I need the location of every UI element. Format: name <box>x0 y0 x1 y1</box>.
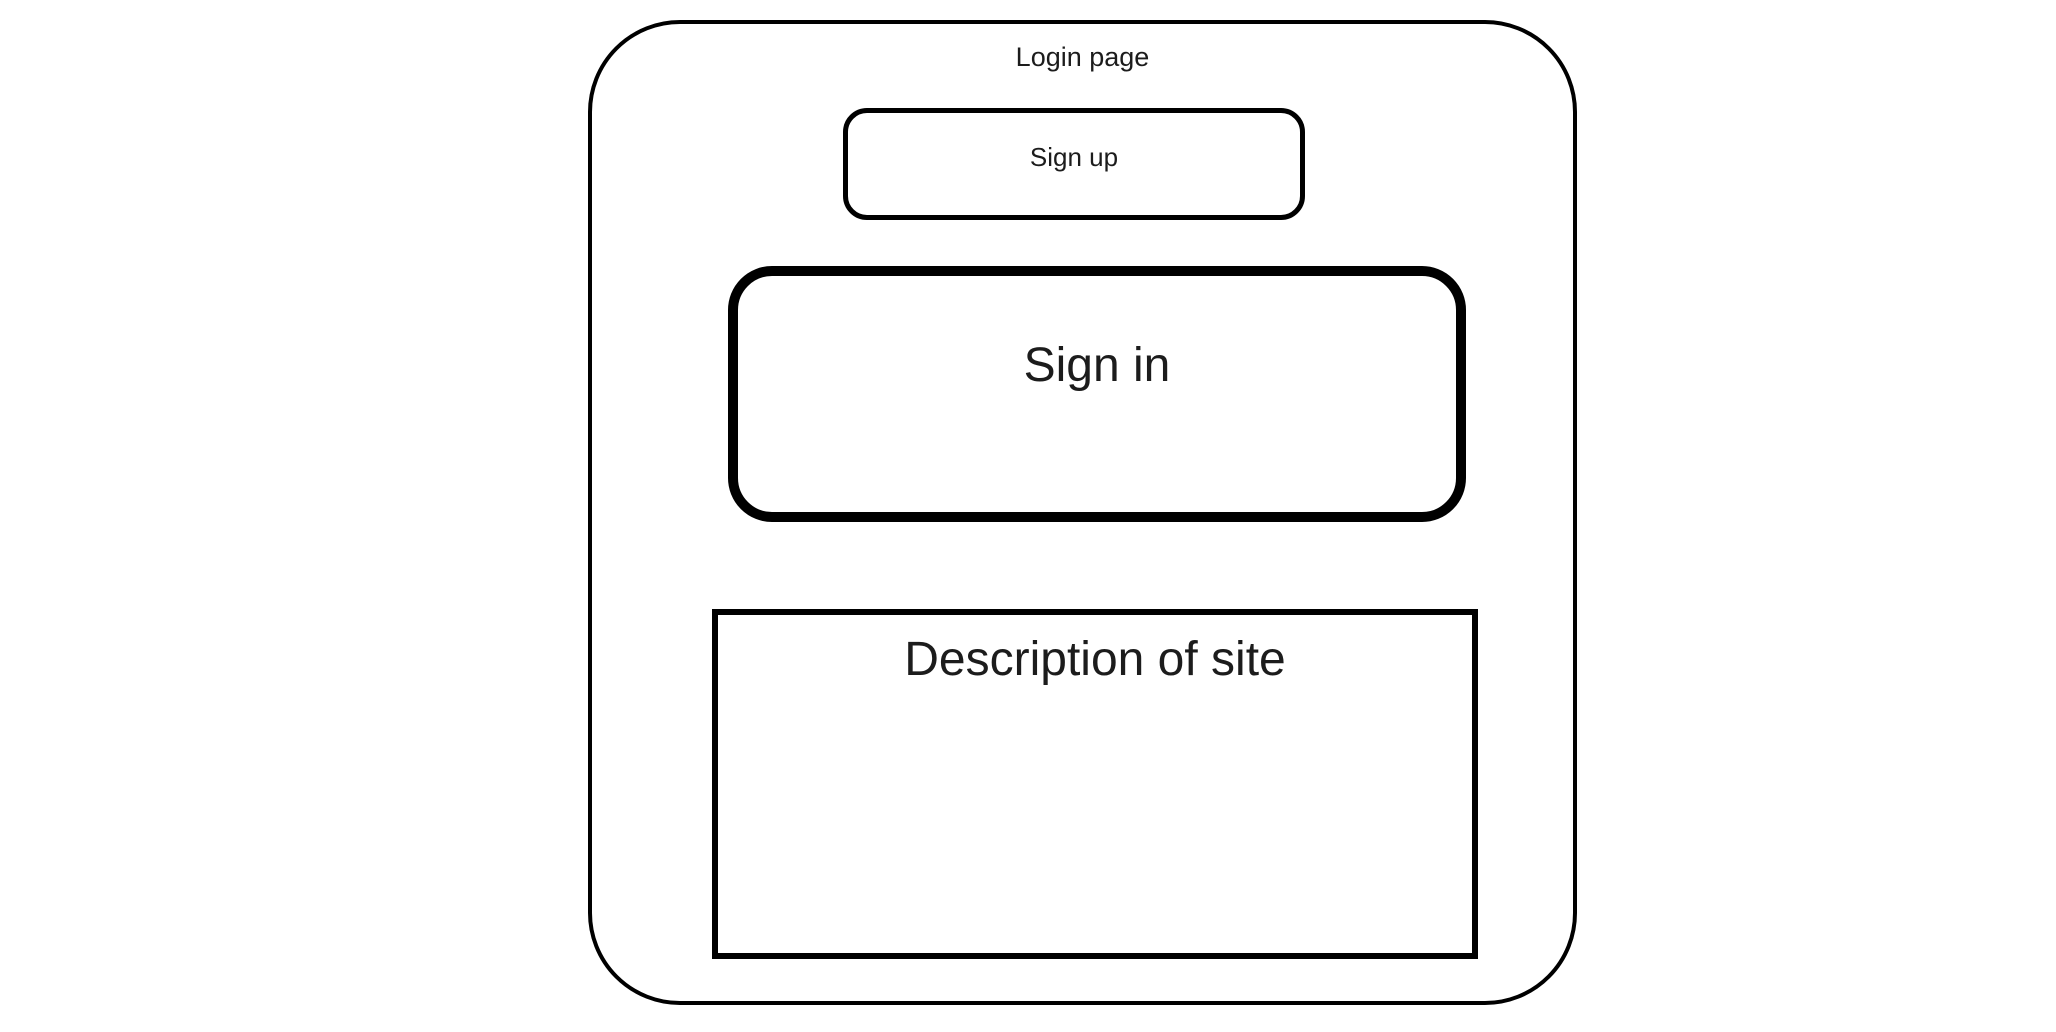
sign-up-button[interactable]: Sign up <box>843 108 1305 220</box>
page-title: Login page <box>1015 42 1150 72</box>
sign-up-button-label: Sign up <box>1029 142 1119 173</box>
sign-in-button[interactable]: Sign in <box>728 266 1466 522</box>
sign-in-button-label: Sign in <box>1023 339 1171 393</box>
login-page-frame: Login page Sign up Sign in Description o… <box>588 20 1577 1005</box>
site-description-label: Description of site <box>904 633 1286 686</box>
site-description-box: Description of site <box>712 609 1478 959</box>
